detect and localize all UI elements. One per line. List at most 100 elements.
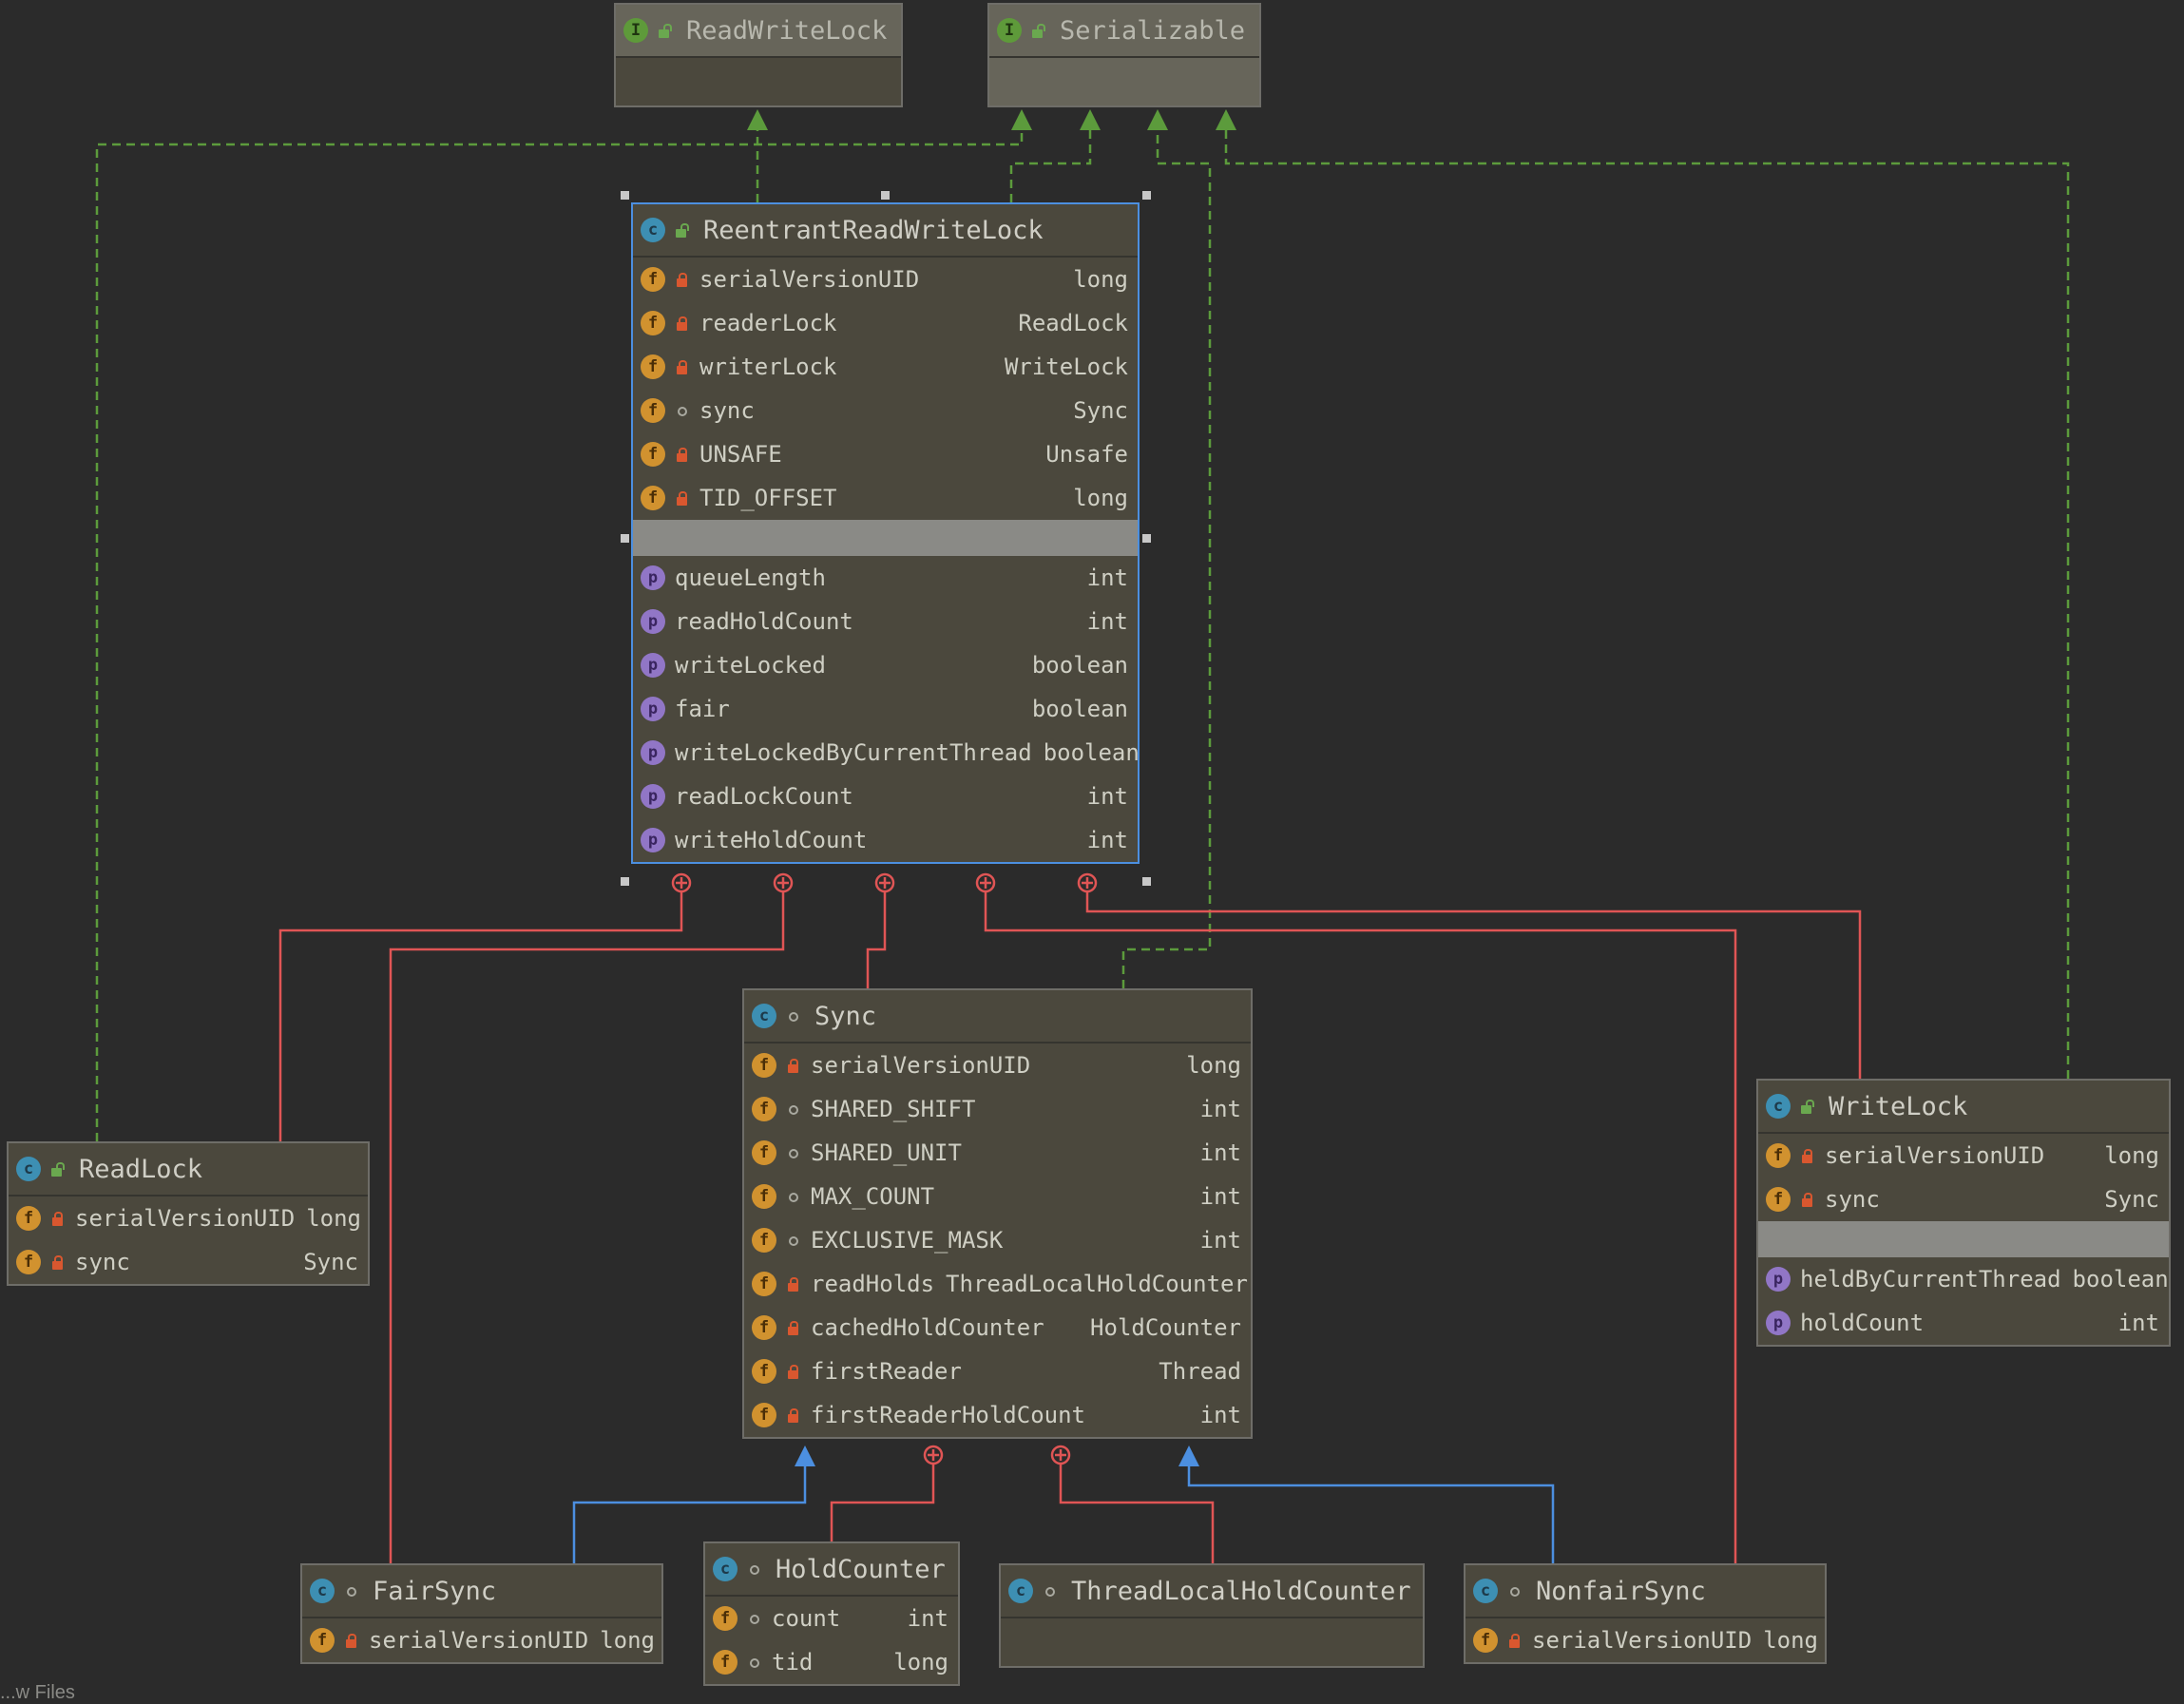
member-name: SHARED_UNIT — [811, 1139, 962, 1166]
interface-icon: I — [623, 18, 648, 43]
package-private-icon — [1041, 1582, 1058, 1599]
realization-arrowhead — [1147, 109, 1168, 130]
inner-class-edge[interactable] — [278, 891, 683, 1141]
inner-class-edge[interactable] — [866, 891, 887, 988]
inner-class-marker — [923, 1445, 944, 1465]
empty-body — [1001, 1618, 1423, 1666]
private-lock-icon — [48, 1210, 66, 1227]
member-type: int — [2117, 1310, 2159, 1336]
member-name: SHARED_SHIFT — [811, 1096, 976, 1122]
package-private-icon — [342, 1582, 359, 1599]
selection-handle[interactable] — [1142, 534, 1151, 543]
inheritance-arrowhead — [1178, 1446, 1199, 1466]
realization-arrowhead — [747, 109, 768, 130]
realization-edge[interactable] — [1009, 128, 1092, 202]
node-header: c NonfairSync — [1466, 1565, 1825, 1618]
inner-class-edge[interactable] — [1085, 891, 1862, 1079]
selection-handle[interactable] — [881, 191, 890, 200]
node-title: NonfairSync — [1536, 1576, 1706, 1606]
package-private-icon — [784, 1188, 801, 1205]
inheritance-arrowhead — [795, 1446, 815, 1466]
member-name: sync — [75, 1249, 130, 1275]
inner-class-edge[interactable] — [830, 1455, 935, 1541]
member-type: ReadLock — [1018, 310, 1128, 336]
field-icon: f — [641, 486, 665, 510]
member-type: int — [1199, 1402, 1241, 1428]
node-serializable[interactable]: I Serializable — [987, 3, 1261, 107]
realization-edge[interactable] — [95, 128, 1024, 1141]
member-type: Sync — [1073, 397, 1128, 424]
inner-class-edge[interactable] — [984, 891, 1737, 1563]
selection-handle[interactable] — [621, 191, 629, 200]
member-type: Sync — [2104, 1186, 2159, 1213]
member-name: TID_OFFSET — [699, 485, 837, 511]
property-icon: p — [641, 609, 665, 634]
property-icon: p — [641, 565, 665, 590]
selection-handle[interactable] — [621, 877, 629, 886]
class-icon: c — [1473, 1579, 1498, 1603]
interface-icon: I — [997, 18, 1022, 43]
selection-handle[interactable] — [1142, 191, 1151, 200]
private-lock-icon — [1505, 1632, 1523, 1649]
field-icon: f — [641, 267, 665, 292]
node-title: HoldCounter — [776, 1554, 946, 1584]
field-icon: f — [752, 1184, 776, 1209]
member-name: heldByCurrentThread — [1800, 1266, 2061, 1292]
realization-edge[interactable] — [1121, 128, 1212, 988]
inheritance-edge[interactable] — [1187, 1466, 1555, 1563]
member-type: long — [600, 1627, 655, 1654]
inheritance-edge[interactable] — [572, 1466, 807, 1563]
node-readwritelock[interactable]: I ReadWriteLock — [614, 3, 903, 107]
member-name: serialVersionUID — [1532, 1627, 1753, 1654]
member-type: Sync — [303, 1249, 358, 1275]
member-type: int — [1199, 1227, 1241, 1254]
realization-edge[interactable] — [1224, 128, 2070, 1079]
inner-class-edge[interactable] — [389, 891, 785, 1563]
selection-handle[interactable] — [1142, 877, 1151, 886]
selection-handle[interactable] — [621, 534, 629, 543]
inner-class-edge[interactable] — [1059, 1455, 1215, 1563]
private-lock-icon — [673, 315, 690, 332]
